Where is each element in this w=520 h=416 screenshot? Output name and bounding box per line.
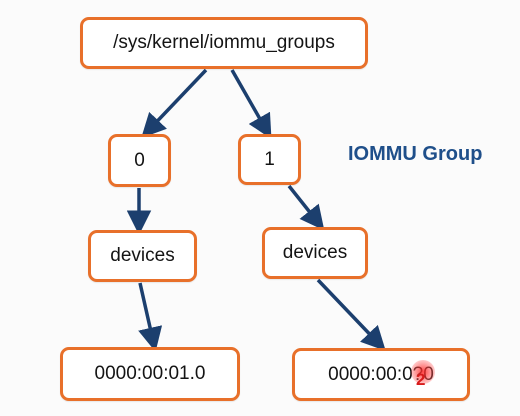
node-devices-group-0: devices (88, 230, 197, 282)
edge-devices-1-to-pci (316, 278, 386, 352)
edge-devices-0-to-pci (138, 282, 163, 352)
node-label: /sys/kernel/iommu_groups (113, 32, 335, 53)
node-group-1: 1 (238, 134, 301, 185)
edge-root-to-group-1 (230, 69, 272, 140)
node-devices-group-1: devices (262, 227, 368, 279)
node-pci-device-group-1: 0000:00:0?0 (292, 348, 470, 401)
node-label: devices (110, 245, 175, 266)
node-group-0: 0 (108, 134, 171, 187)
node-label: 1 (264, 148, 275, 170)
node-label: 0000:00:01.0 (94, 363, 206, 384)
node-label: devices (282, 242, 348, 263)
iommu-group-label: IOMMU Group (348, 143, 483, 165)
edge-group-1-to-devices (287, 184, 325, 231)
edge-root-to-group-0 (141, 68, 208, 139)
node-iommu-groups-root: /sys/kernel/iommu_groups (80, 17, 368, 69)
node-label: 0 (134, 149, 145, 171)
node-pci-device-group-0: 0000:00:01.0 (60, 347, 240, 401)
cursor-highlight-dot (411, 360, 435, 384)
cursor-annotation-digit: 2 (416, 370, 426, 389)
node-label: 0000:00:0?0 (328, 363, 434, 385)
